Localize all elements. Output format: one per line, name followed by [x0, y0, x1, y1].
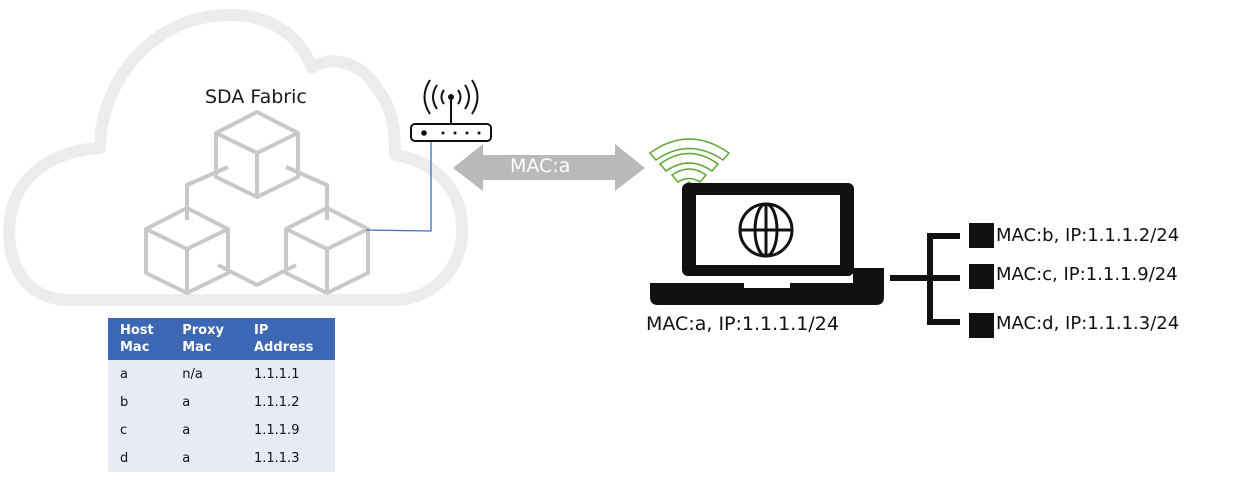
table-row: b a 1.1.1.2: [108, 388, 335, 416]
host-b-label: MAC:b, IP:1.1.1.2/24: [996, 225, 1180, 246]
header-text: Address: [253, 340, 314, 355]
cell-ip-address: 1.1.1.3: [241, 444, 335, 472]
header-text: Host: [120, 323, 154, 338]
host-d-label: MAC:d, IP:1.1.1.3/24: [996, 313, 1180, 334]
header-text: Mac: [182, 340, 212, 355]
link-label: MAC:a: [510, 155, 571, 177]
cell-proxy-mac: a: [170, 444, 242, 472]
cable-line: [365, 133, 432, 232]
cloud-shape: [3, 9, 469, 306]
laptop-label: MAC:a, IP:1.1.1.1/24: [646, 313, 839, 335]
host-b-icon: [969, 223, 994, 248]
host-tree-connector: [890, 233, 960, 325]
header-text: Mac: [120, 340, 150, 355]
cell-proxy-mac: a: [170, 388, 242, 416]
table-row: a n/a 1.1.1.1: [108, 360, 335, 388]
host-c-label: MAC:c, IP:1.1.1.9/24: [996, 264, 1178, 285]
host-c-icon: [969, 264, 994, 289]
cell-host-mac: d: [108, 444, 171, 472]
header-text: Proxy: [182, 323, 224, 338]
cell-host-mac: c: [108, 416, 171, 444]
table-row: d a 1.1.1.3: [108, 444, 335, 472]
cell-proxy-mac: a: [170, 416, 242, 444]
fabric-title: SDA Fabric: [205, 86, 307, 108]
fabric-cubes-icon: [144, 110, 370, 295]
cell-ip-address: 1.1.1.9: [241, 416, 335, 444]
table-row: c a 1.1.1.9: [108, 416, 335, 444]
host-d-icon: [969, 313, 994, 338]
cell-host-mac: a: [108, 360, 171, 388]
header-ip-address: IP Address: [241, 318, 335, 360]
cell-host-mac: b: [108, 388, 171, 416]
laptop-icon: [650, 183, 884, 305]
cell-ip-address: 1.1.1.1: [241, 360, 335, 388]
header-text: IP: [253, 323, 269, 338]
double-arrow-icon: [453, 144, 645, 191]
cell-ip-address: 1.1.1.2: [241, 388, 335, 416]
access-point-icon: [410, 79, 492, 142]
cell-proxy-mac: n/a: [170, 360, 242, 388]
